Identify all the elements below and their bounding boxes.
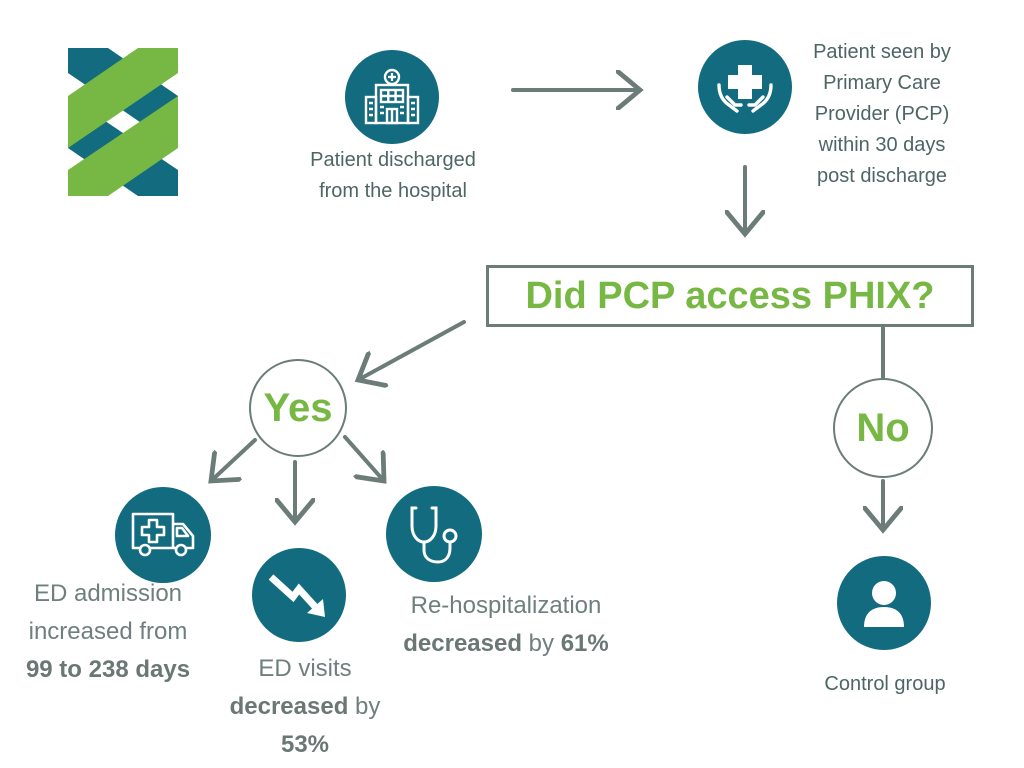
no-node: No xyxy=(833,378,933,478)
ed-visits-node xyxy=(252,548,346,642)
medical-care-icon xyxy=(717,65,773,113)
ambulance-icon xyxy=(131,512,195,557)
question-text: Did PCP access PHIX? xyxy=(525,274,935,317)
control-group-label: Control group xyxy=(824,673,946,695)
trending-down-icon xyxy=(268,574,325,617)
discharged-label: Patient discharged from the hospital xyxy=(310,149,476,202)
hospital-node xyxy=(345,50,439,144)
user-icon xyxy=(864,581,904,627)
yes-label: Yes xyxy=(263,385,333,430)
no-label: No xyxy=(856,405,910,450)
question-box: Did PCP access PHIX? xyxy=(486,265,974,327)
control-group-node xyxy=(837,556,931,650)
phix-logo xyxy=(68,48,178,196)
ed-admission-label: ED admission increased from 99 to 238 da… xyxy=(25,580,191,683)
rehospitalization-label: Re-hospitalization decreased by 61% xyxy=(403,592,609,657)
ed-visits-label: ED visits decreased by 53% xyxy=(229,655,381,758)
stethoscope-icon xyxy=(410,506,458,564)
hospital-icon xyxy=(364,68,420,125)
yes-node: Yes xyxy=(249,359,347,457)
pcp-seen-label: Patient seen by Primary Care Provider (P… xyxy=(813,41,951,187)
pcp-node xyxy=(698,40,792,134)
rehospitalization-node xyxy=(386,486,482,582)
ed-admission-node xyxy=(115,487,211,583)
